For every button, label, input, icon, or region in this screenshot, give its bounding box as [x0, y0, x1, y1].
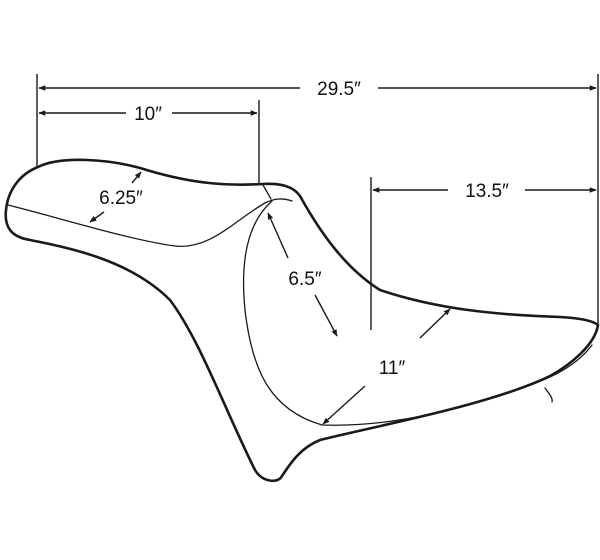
- backrest-height-arrow-bottom: [314, 294, 338, 337]
- backrest-height-arrow-top: [267, 212, 289, 259]
- passenger-seat-width-label: 11″: [379, 358, 406, 379]
- driver-seat-width-arrow-top: [131, 171, 142, 184]
- seat-edge-seam: [544, 387, 553, 403]
- driver-seat-length-label: 10″: [134, 104, 162, 125]
- seat-outline: [4, 158, 600, 483]
- passenger-seat-width-arrow-top: [419, 308, 451, 339]
- passenger-seat-width-arrow-bottom: [322, 385, 366, 425]
- overall-length-label: 29.5″: [317, 79, 361, 100]
- passenger-seat-length-label: 13.5″: [465, 181, 509, 202]
- driver-seat-width-arrow-bottom: [89, 211, 105, 223]
- backrest-front-edge: [262, 184, 272, 200]
- driver-seat-seam: [7, 198, 293, 247]
- backrest-height-label: 6.5″: [288, 269, 321, 290]
- driver-seat-width-label: 6.25″: [99, 188, 143, 209]
- passenger-seat-seam: [242, 200, 593, 426]
